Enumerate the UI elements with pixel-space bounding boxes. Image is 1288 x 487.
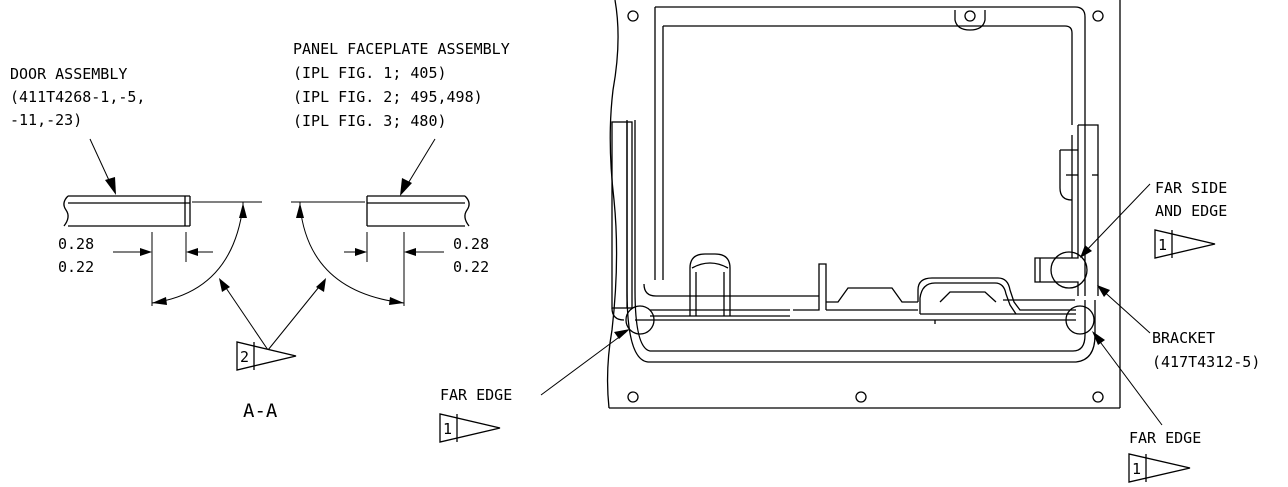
- bracket-leader: [1099, 287, 1151, 334]
- mounting-holes: [627, 10, 1104, 403]
- door-plate-section: [63, 195, 191, 227]
- bracket-callout: BRACKET (417T4312-5): [1152, 329, 1260, 371]
- angle-arrowhead: [296, 203, 304, 218]
- panel-faceplate-callout: PANEL FACEPLATE ASSEMBLY (IPL FIG. 1; 40…: [293, 40, 510, 130]
- far-edge-right-leader: [1094, 334, 1163, 426]
- clip: [689, 253, 731, 316]
- faceplate-section: [366, 195, 470, 227]
- far-side-edge-callout: FAR SIDE AND EDGE: [1155, 179, 1227, 220]
- door-assembly-part-2: -11,-23): [10, 111, 82, 129]
- panel-faceplate-ipl-3: (IPL FIG. 3; 480): [293, 112, 447, 130]
- door-assembly-part-1: (411T4268-1,-5,: [10, 88, 145, 106]
- far-edge-left-label: FAR EDGE: [440, 386, 512, 404]
- angle-arrowhead: [389, 297, 404, 305]
- flag-1-side-triangle: 1: [1154, 229, 1216, 259]
- angle-arc-right: [299, 205, 405, 304]
- inner-bottom-edge: [635, 283, 1076, 324]
- door-assembly-title: DOOR ASSEMBLY: [10, 65, 127, 83]
- angle-arrowhead: [239, 203, 247, 218]
- far-edge-detail-circle-left: [625, 305, 655, 335]
- panel-faceplate-title: PANEL FACEPLATE ASSEMBLY: [293, 40, 510, 58]
- flag-2-label: 2: [240, 348, 249, 366]
- door-leader-arrowhead: [105, 177, 116, 195]
- panel-leader-line: [403, 138, 436, 191]
- far-edge-right-label: FAR EDGE: [1129, 429, 1201, 447]
- bracket-shape: [1034, 124, 1099, 296]
- angle-arrowhead: [152, 297, 167, 305]
- far-edge-right-arrowhead: [1092, 331, 1105, 345]
- far-side-leader: [1082, 183, 1151, 255]
- dim-arrowhead: [140, 248, 152, 256]
- far-edge-detail-circle-right: [1065, 305, 1095, 335]
- far-side-label-2: AND EDGE: [1155, 202, 1227, 220]
- flag-1-left-label: 1: [443, 420, 452, 438]
- left-channel: [611, 121, 633, 321]
- door-assembly-callout: DOOR ASSEMBLY (411T4268-1,-5, -11,-23): [10, 65, 145, 129]
- angle-arc-left: [151, 205, 244, 304]
- flag-1-side-label: 1: [1158, 236, 1167, 254]
- dim-right-lower: 0.22: [453, 258, 489, 276]
- panel-leader-arrowhead: [400, 178, 412, 196]
- dim-left-lower: 0.22: [58, 258, 94, 276]
- panel-outline: [606, 0, 1121, 409]
- mounting-hole: [627, 10, 639, 22]
- bottom-rail: [793, 263, 1076, 315]
- far-side-arrowhead: [1080, 245, 1092, 258]
- dim-left-upper: 0.28: [58, 235, 94, 253]
- flag-2-leader: [221, 281, 269, 351]
- far-edge-left-arrowhead: [614, 329, 630, 339]
- flag-1-right-triangle: 1: [1128, 453, 1191, 483]
- flag-2-arrowhead: [219, 278, 230, 292]
- bracket-arrowhead: [1097, 285, 1110, 297]
- dim-right-upper: 0.28: [453, 235, 489, 253]
- mounting-hole: [1092, 10, 1104, 22]
- bracket-part-number: (417T4312-5): [1152, 353, 1260, 371]
- flag-1-right-label: 1: [1132, 460, 1141, 478]
- mounting-hole: [627, 391, 639, 403]
- mounting-hole: [964, 10, 976, 22]
- mounting-hole: [1092, 391, 1104, 403]
- flag-2-leader: [267, 281, 324, 351]
- panel-faceplate-ipl-1: (IPL FIG. 1; 405): [293, 64, 447, 82]
- flag-2-arrowhead: [316, 278, 326, 292]
- section-label: A-A: [243, 400, 278, 422]
- flag-1-left-triangle: 1: [439, 413, 501, 443]
- far-side-detail-circle: [1050, 251, 1088, 289]
- door-frame: [626, 6, 1096, 363]
- dim-arrowhead: [404, 248, 416, 256]
- far-side-label-1: FAR SIDE: [1155, 179, 1227, 197]
- panel-faceplate-ipl-2: (IPL FIG. 2; 495,498): [293, 88, 483, 106]
- mounting-hole: [855, 391, 867, 403]
- dim-arrowhead: [186, 248, 198, 256]
- far-edge-left-leader: [540, 331, 627, 396]
- dim-arrowhead: [355, 248, 367, 256]
- flag-2-triangle: 2: [236, 341, 297, 371]
- bracket-label: BRACKET: [1152, 329, 1215, 347]
